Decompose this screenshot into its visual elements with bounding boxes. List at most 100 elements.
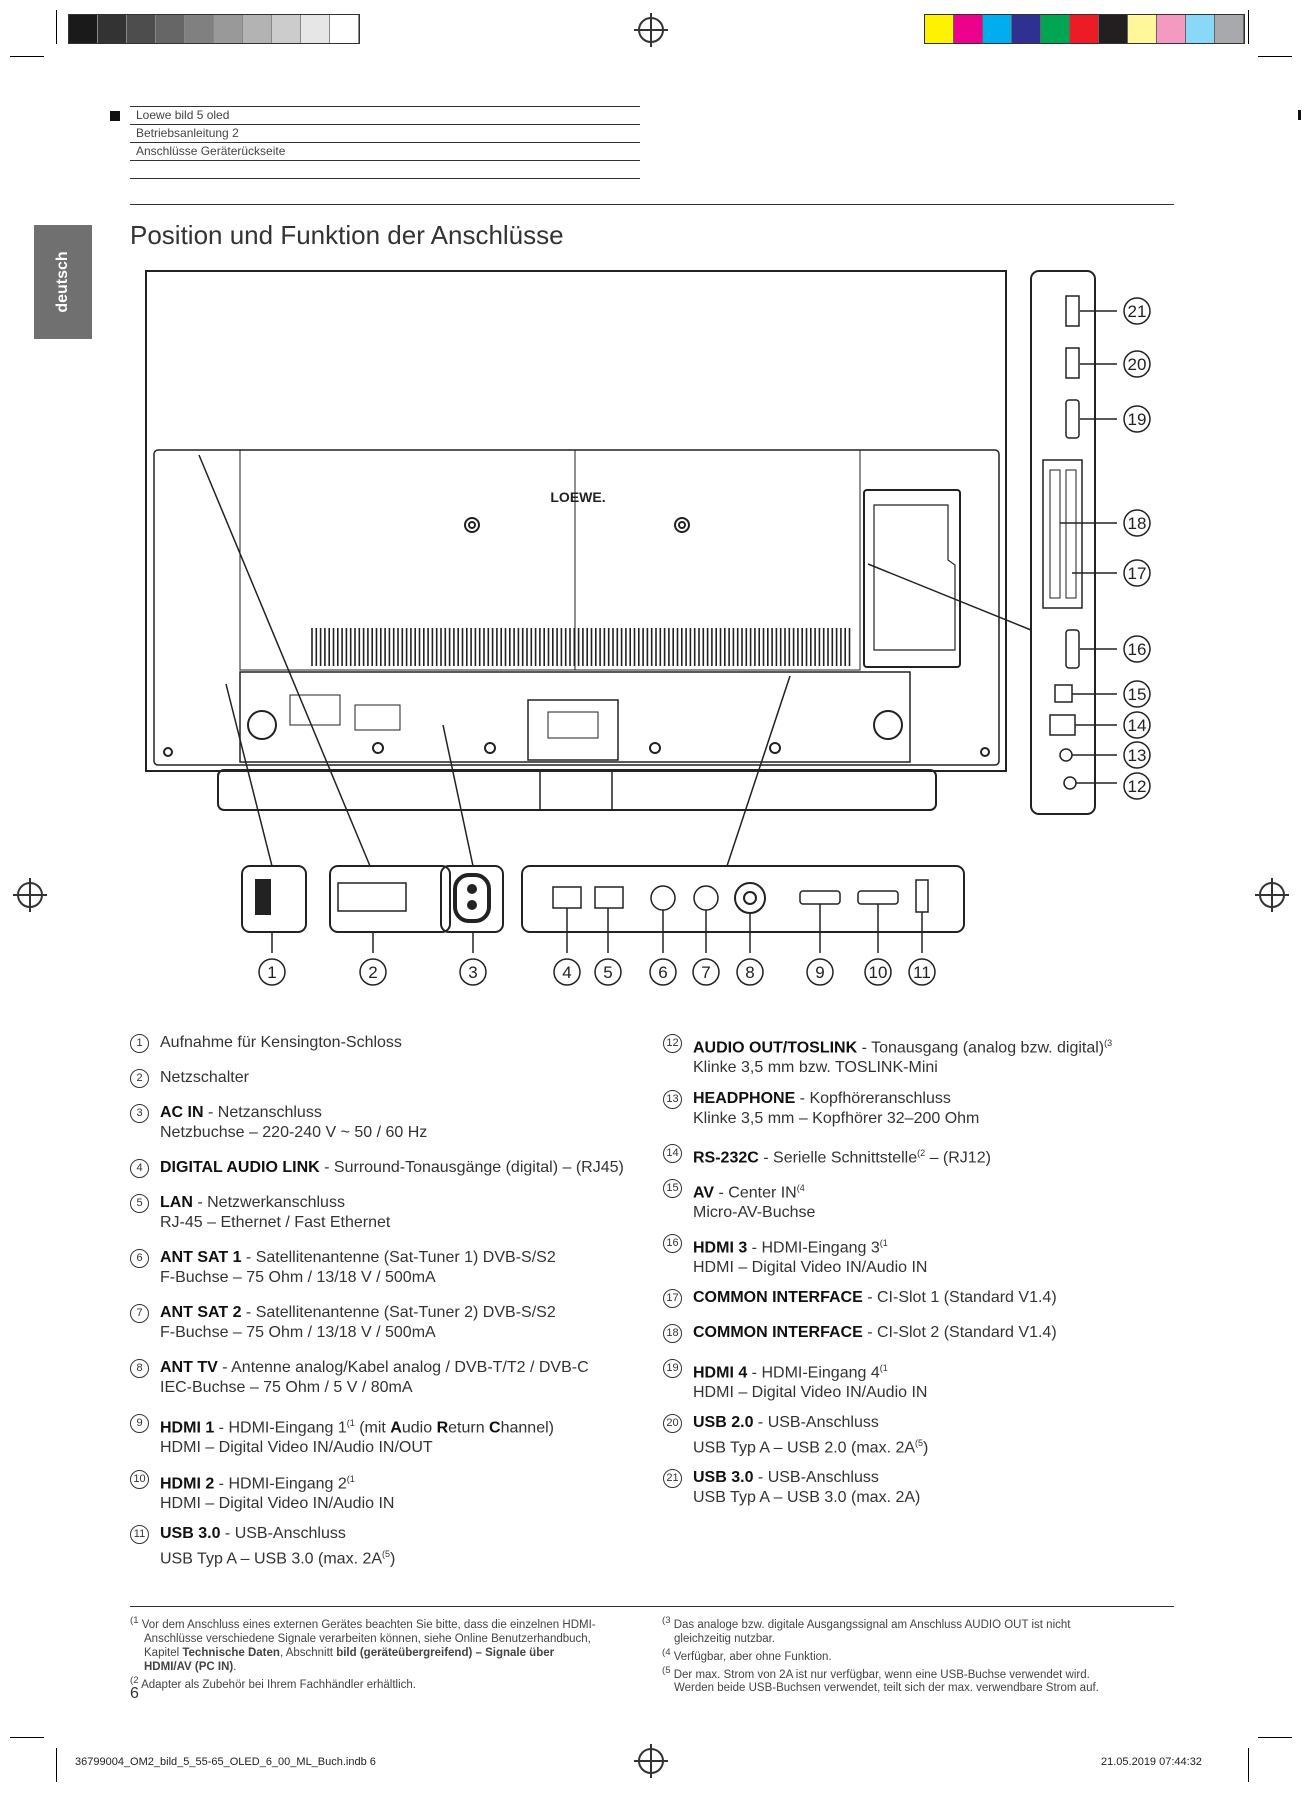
callout-number-7: 7 [701,963,710,982]
color-swatch [1070,15,1099,43]
callout-circle-4 [553,958,581,986]
legend-number: 19 [663,1359,682,1378]
ci-slots [1042,459,1083,609]
side-connector-panel [1030,270,1096,815]
gray-swatch [185,15,214,43]
footnote-rule [130,1606,1174,1607]
crop-mark [10,56,44,57]
tv-center-panel [239,449,861,671]
callout-number-6: 6 [658,963,667,982]
legend-number: 20 [663,1414,682,1433]
color-swatch [925,15,954,43]
section-rule [130,204,1174,205]
footnote-2: Adapter als Zubehör bei Ihrem Fachhändle… [141,1678,416,1691]
crop-mark [1248,1748,1249,1782]
gray-swatch [156,15,185,43]
header-rule [130,160,640,161]
footnote-1-text: Kapitel [144,1646,183,1659]
gray-swatch [243,15,272,43]
callout-circle-21 [1123,297,1151,325]
callout-number-14: 14 [1128,716,1147,735]
registration-mark-right [1255,878,1289,912]
callout-number-18: 18 [1128,514,1147,533]
color-swatch [983,15,1012,43]
callout-number-5: 5 [603,963,612,982]
audio-out-port [1063,776,1077,790]
footnote-1-text: . [233,1660,237,1673]
callout-circle-17 [1123,559,1151,587]
callout-circle-20 [1123,350,1151,378]
gray-swatch [272,15,301,43]
callout-circle-14 [1123,711,1151,739]
callout-number-15: 15 [1128,685,1147,704]
callout-circle-9 [806,958,834,986]
footnote-mark: (1 [130,1615,139,1626]
header-manual: Betriebsanleitung 2 [136,126,239,140]
callout-circle-3 [459,958,487,986]
legend-text: DIGITAL AUDIO LINK - Surround-Tonausgäng… [160,1159,624,1176]
crop-mark [10,1737,44,1738]
loewe-logo: LOEWE. [550,489,605,505]
gray-calibration-strip [68,14,360,44]
callout-number-20: 20 [1128,355,1147,374]
legend-number: 13 [663,1090,682,1109]
callout-number-3: 3 [468,963,477,982]
legend-text: Aufnahme für Kensington-Schloss [160,1034,402,1051]
callout-circle-5 [594,958,622,986]
legend-text: ANT TV - Antenne analog/Kabel analog / D… [160,1359,589,1396]
legend-number: 3 [130,1104,149,1123]
hdmi-4-port [1065,399,1080,439]
callout-circle-13 [1123,741,1151,769]
legend-number: 18 [663,1324,682,1343]
callout-circle-8 [736,958,764,986]
registration-mark-bottom [634,1744,668,1778]
legend-number: 5 [130,1194,149,1213]
footer-file: 36799004_OM2_bild_5_55-65_OLED_6_00_ML_B… [75,1756,376,1768]
callout-number-10: 10 [869,963,888,982]
legend-text: HDMI 1 - HDMI-Eingang 1(1 (mit Audio Ret… [160,1418,554,1457]
legend-number: 10 [130,1470,149,1489]
footnote-1-bold: bild (geräteübergreifend) – Signale über [336,1646,555,1659]
footnote-5-line-2: Werden beide USB-Buchsen verwendet, teil… [674,1682,1099,1695]
footnote-mark: (2 [130,1674,139,1686]
registration-mark-left [13,878,47,912]
rear-port-box [521,865,965,933]
crop-mark [1258,1737,1292,1738]
legend-number: 4 [130,1159,149,1178]
color-swatch [1186,15,1215,43]
crop-mark [56,10,57,44]
gray-swatch [301,15,330,43]
footnote-1-bold: Technische Daten [182,1646,280,1659]
footnote-3-line-2: gleichzeitig nutzbar. [674,1632,776,1645]
legend-text: ANT SAT 2 - Satellitenantenne (Sat-Tuner… [160,1304,556,1341]
color-swatch [1012,15,1041,43]
legend-number: 7 [130,1304,149,1323]
gray-swatch [98,15,127,43]
color-swatch [1128,15,1157,43]
header-rule [130,124,640,125]
footnote-3-line-1: Das analoge bzw. digitale Ausgangssignal… [673,1618,1071,1631]
legend-number: 8 [130,1359,149,1378]
rs232-port [1049,714,1076,736]
legend-number: 17 [663,1289,682,1308]
callout-circle-6 [649,958,677,986]
callout-number-16: 16 [1128,640,1147,659]
page-title: Position und Funktion der Anschlüsse [130,220,564,250]
gray-swatch [330,15,359,43]
callout-number-12: 12 [1128,777,1147,796]
legend-number: 16 [663,1234,682,1253]
legend-text: AUDIO OUT/TOSLINK - Tonausgang (analog b… [693,1038,1113,1077]
callout-number-21: 21 [1128,302,1147,321]
kensington-box [241,865,307,933]
gray-swatch [69,15,98,43]
crop-mark [1258,56,1292,57]
callout-circle-10 [864,958,892,986]
